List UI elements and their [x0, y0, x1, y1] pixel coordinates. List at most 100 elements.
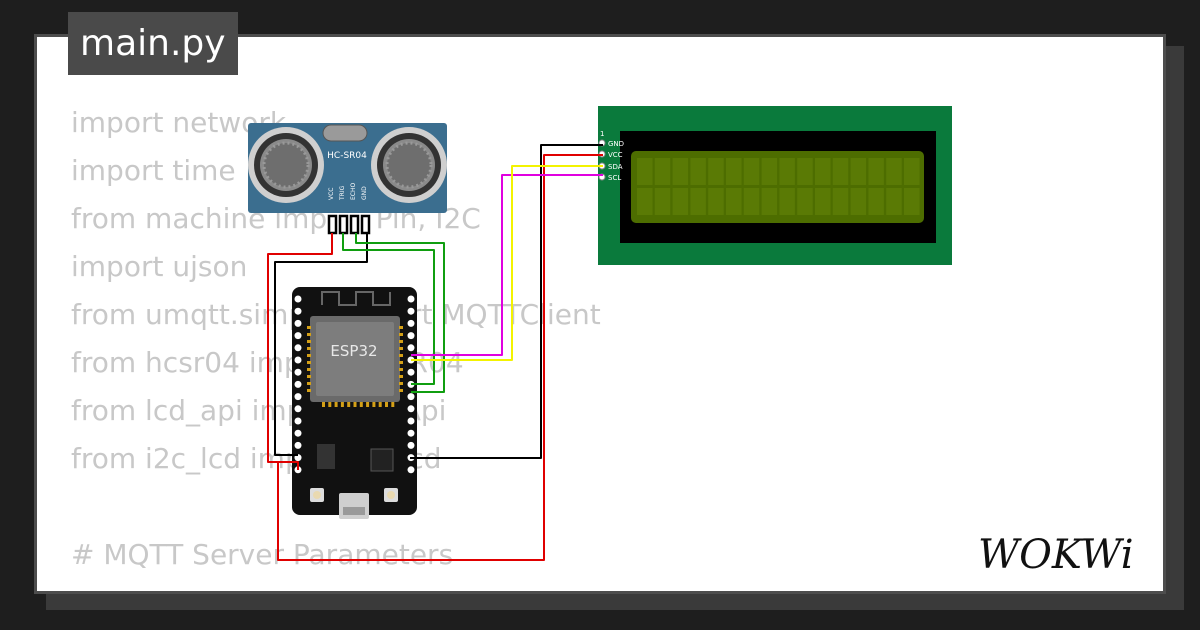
lcd-cell — [815, 158, 831, 185]
lcd-pin-label: SDA — [608, 163, 623, 171]
esp32-pin[interactable] — [407, 332, 415, 340]
esp32-board[interactable]: ESP32 — [292, 287, 417, 519]
module-pad — [399, 375, 403, 378]
lcd-cell — [761, 188, 778, 215]
lcd-pin-label: VCC — [608, 151, 623, 159]
sensor-header-bg — [327, 213, 371, 235]
lcd-cell — [868, 188, 884, 215]
esp32-pin[interactable] — [407, 319, 415, 327]
esp32-pin[interactable] — [294, 307, 302, 315]
esp32-pin[interactable] — [407, 417, 415, 425]
esp32-pin[interactable] — [294, 344, 302, 352]
lcd-cell — [779, 158, 795, 185]
lcd-cell — [832, 188, 849, 215]
esp32-pin[interactable] — [407, 405, 415, 413]
lcd-cell — [797, 158, 813, 185]
module-pad — [307, 382, 311, 385]
wire-trig-green[interactable] — [342, 233, 435, 385]
module-pad — [322, 402, 325, 407]
esp32-pin[interactable] — [294, 295, 302, 303]
lcd-cell — [743, 158, 760, 185]
wire-gnd-black-sensor[interactable] — [274, 233, 368, 456]
en-button-cap — [387, 491, 395, 499]
module-castellations — [307, 326, 403, 407]
micro-usb-port — [339, 493, 369, 519]
esp32-label: ESP32 — [330, 342, 377, 360]
lcd-cell — [690, 188, 706, 215]
sensor-pin-label: TRIG — [339, 185, 346, 201]
esp32-pin[interactable] — [407, 441, 415, 449]
sensor-pin-gnd[interactable] — [360, 214, 371, 235]
wire-gnd-black-lcd[interactable] — [410, 144, 603, 459]
lcd-cell — [815, 188, 831, 215]
code-line: import ujson — [71, 250, 248, 283]
code-line: import time — [71, 154, 236, 187]
esp32-pin[interactable] — [294, 393, 302, 401]
module-pad — [334, 402, 338, 407]
esp32-pin[interactable] — [294, 429, 302, 437]
sensor-pin-label: VCC — [328, 188, 335, 200]
wire-vcc-red-esp[interactable] — [278, 461, 299, 470]
sensor-pin-label: ECHO — [350, 183, 357, 200]
sensor-pin-echo[interactable] — [349, 214, 360, 235]
esp32-pin[interactable] — [294, 319, 302, 327]
lcd-cell — [850, 158, 867, 185]
lcd-display[interactable]: 1 GND VCC SDA SCL — [598, 106, 952, 265]
esp32-pin[interactable] — [294, 356, 302, 364]
file-tab[interactable]: main.py — [68, 12, 238, 75]
lcd-cell — [708, 188, 724, 215]
wire-scl-magenta[interactable] — [411, 174, 603, 356]
lcd-cell — [886, 158, 902, 185]
module-pad — [399, 361, 403, 364]
esp32-pin[interactable] — [407, 307, 415, 315]
module-pad — [340, 402, 344, 407]
esp32-pin[interactable] — [294, 405, 302, 413]
boot-button-cap — [313, 491, 321, 499]
lcd-cell — [637, 188, 653, 215]
wires — [267, 144, 603, 561]
module-pad — [399, 354, 403, 357]
lcd-character-grid — [637, 158, 920, 215]
module-pad — [307, 368, 311, 371]
lcd-pin-marker: 1 — [600, 130, 604, 138]
hcsr04-sensor[interactable]: HC-SR04 VCC TRIG ECHO GND — [248, 123, 447, 235]
module-pad — [353, 402, 357, 407]
esp32-shield — [316, 322, 394, 396]
esp32-pin[interactable] — [407, 295, 415, 303]
wire-sda-yellow[interactable] — [411, 165, 603, 361]
esp32-pin[interactable] — [294, 368, 302, 376]
esp32-pin[interactable] — [407, 429, 415, 437]
esp32-pin[interactable] — [294, 380, 302, 388]
wire-echo-green[interactable] — [355, 233, 445, 393]
module-pad — [328, 402, 332, 407]
sensor-label: HC-SR04 — [327, 151, 367, 161]
esp32-pin[interactable] — [294, 417, 302, 425]
lcd-cell — [868, 158, 884, 185]
esp32-pin[interactable] — [407, 393, 415, 401]
sensor-crystal — [322, 124, 368, 142]
lcd-cell — [637, 158, 653, 185]
module-pad — [307, 389, 311, 392]
esp32-pin[interactable] — [407, 368, 415, 376]
module-pad — [347, 402, 351, 407]
esp32-pin[interactable] — [294, 441, 302, 449]
sensor-pin-label: GND — [361, 186, 368, 200]
antenna-trace — [321, 291, 391, 306]
lcd-cell — [850, 188, 867, 215]
module-pad — [307, 347, 311, 350]
sensor-pin-header — [327, 213, 371, 235]
esp32-pin[interactable] — [294, 332, 302, 340]
lcd-cell — [832, 158, 849, 185]
lcd-cell — [654, 158, 671, 185]
sensor-pin-labels: VCC TRIG ECHO GND — [328, 183, 368, 201]
esp32-pin[interactable] — [407, 344, 415, 352]
module-pad — [378, 402, 382, 407]
wokwi-logo-text: WOKWi — [978, 532, 1134, 578]
module-pad — [399, 333, 403, 336]
wokwi-logo: WOKWi — [978, 532, 1134, 578]
lcd-pin-label: SCL — [608, 174, 621, 182]
esp32-pin[interactable] — [407, 466, 415, 474]
module-pad — [307, 354, 311, 357]
module-pad — [399, 347, 403, 350]
